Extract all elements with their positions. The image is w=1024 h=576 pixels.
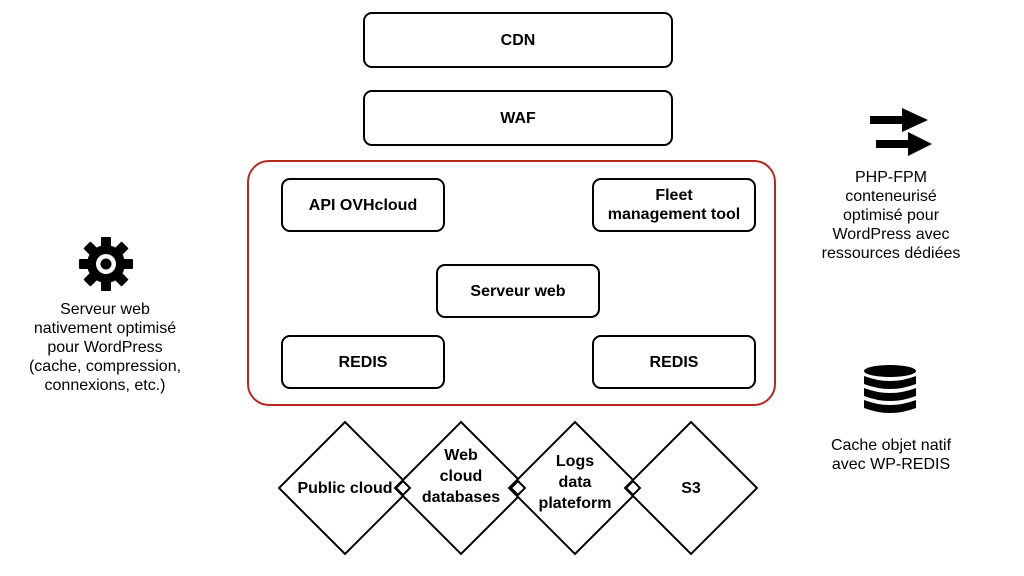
hosting-cluster-container [247, 160, 776, 406]
serveur-web-label: Serveur web [470, 282, 566, 300]
connector-diamond-2 [509, 479, 527, 497]
serveur-web-box: Serveur web [436, 264, 600, 318]
api-ovhcloud-label: API OVHcloud [308, 196, 418, 214]
fleet-management-box: Fleet management tool [592, 178, 756, 232]
s3-text: S3 [681, 479, 701, 497]
waf-label: WAF [500, 109, 536, 127]
fleet-management-label: Fleet management tool [607, 187, 741, 223]
redis-right-label: REDIS [649, 353, 699, 371]
s3-label: S3 [651, 470, 731, 506]
public-cloud-text: Public cloud [297, 479, 393, 497]
gear-icon [79, 237, 133, 291]
web-cloud-databases-diamond [393, 420, 529, 556]
double-arrow-icon [870, 108, 932, 156]
redis-left-box: REDIS [281, 335, 445, 389]
waf-box: WAF [363, 90, 673, 146]
connector-diamond-3 [624, 479, 642, 497]
public-cloud-label: Public cloud [285, 470, 405, 506]
logs-data-plateform-label: Logs data plateform [520, 446, 630, 518]
s3-diamond [623, 420, 759, 556]
redis-left-label: REDIS [338, 353, 388, 371]
public-cloud-diamond [277, 420, 413, 556]
connector-diamond-1 [394, 479, 412, 497]
left-note: Serveur web nativement optimisé pour Wor… [28, 301, 182, 394]
redis-right-box: REDIS [592, 335, 756, 389]
cdn-label: CDN [500, 31, 536, 49]
logs-data-plateform-diamond [507, 420, 643, 556]
right-bottom-note: Cache objet natif avec WP-REDIS [830, 437, 952, 473]
logs-data-plateform-text: Logs data plateform [538, 452, 612, 512]
right-top-note: PHP-FPM conteneurisé optimisé pour WordP… [821, 169, 961, 262]
cdn-box: CDN [363, 12, 673, 68]
web-cloud-databases-text: Web cloud databases [421, 446, 501, 506]
web-cloud-databases-label: Web cloud databases [406, 440, 516, 512]
database-icon [864, 365, 916, 413]
api-ovhcloud-box: API OVHcloud [281, 178, 445, 232]
